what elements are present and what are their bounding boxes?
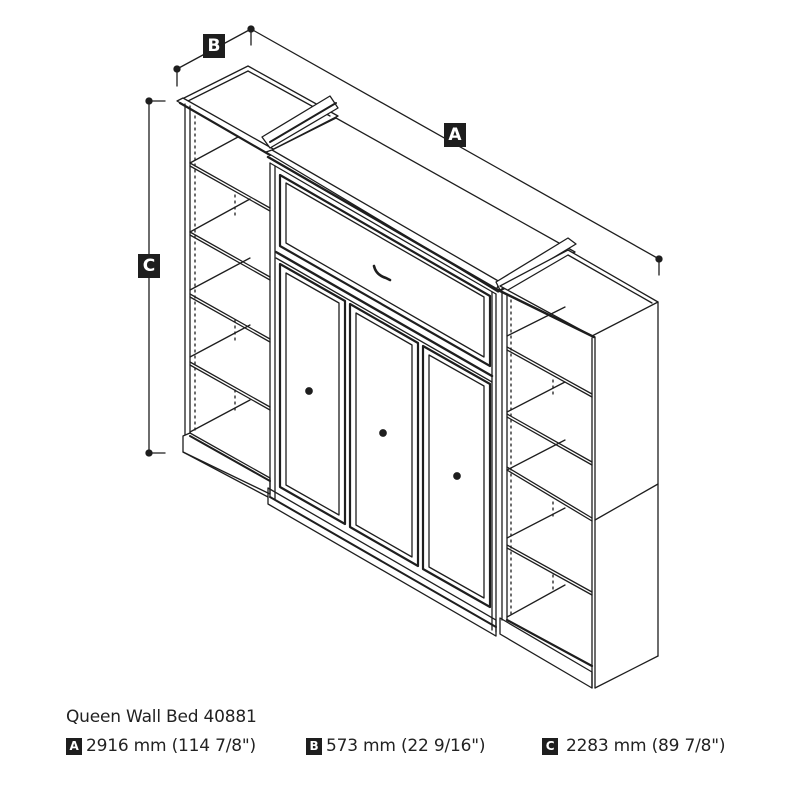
dimension-label-a: A bbox=[444, 123, 466, 147]
dimension-label-b: B bbox=[203, 34, 225, 58]
spec-a-value: 2916 mm (114 7/8") bbox=[86, 736, 256, 756]
dimension-label-c-text: C bbox=[142, 255, 156, 276]
product-title: Queen Wall Bed 40881 bbox=[66, 707, 257, 727]
wall-bed-cabinet bbox=[261, 95, 577, 637]
spec-c-value: 2283 mm (89 7/8") bbox=[566, 736, 726, 756]
dimension-label-b-text: B bbox=[207, 35, 221, 56]
spec-c-badge: C bbox=[542, 737, 558, 755]
wall-bed-drawing bbox=[145, 25, 663, 689]
spec-b-value: 573 mm (22 9/16") bbox=[326, 736, 486, 756]
spec-b: B 573 mm (22 9/16") bbox=[306, 736, 485, 756]
spec-a: A 2916 mm (114 7/8") bbox=[66, 736, 256, 756]
spec-c: C 2283 mm (89 7/8") bbox=[542, 736, 725, 756]
dimension-label-c: C bbox=[138, 254, 160, 278]
right-bookcase bbox=[496, 249, 659, 689]
spec-b-badge: B bbox=[306, 737, 322, 755]
spec-a-badge: A bbox=[66, 737, 82, 755]
dimension-label-a-text: A bbox=[448, 124, 462, 145]
